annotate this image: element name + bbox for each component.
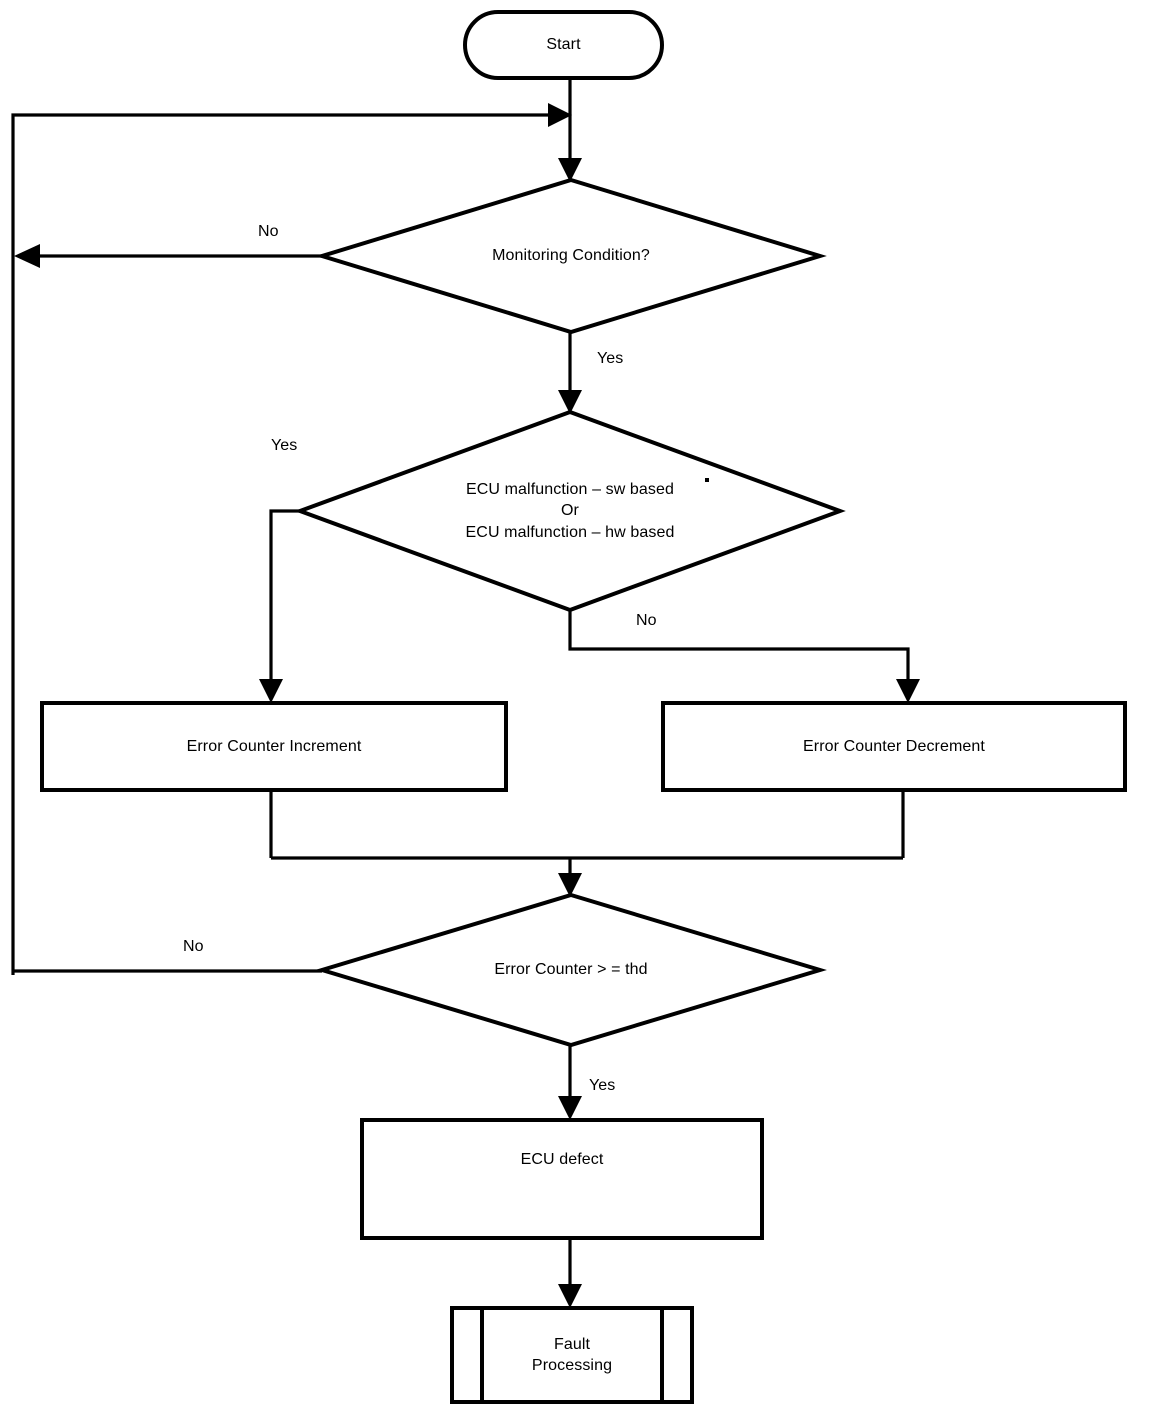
arrowhead-into-ecu-defect bbox=[558, 1096, 582, 1120]
stray-dot-artifact bbox=[705, 478, 709, 482]
arrowhead-into-malfunction bbox=[558, 390, 582, 414]
node-shape-monitoring-condition[interactable] bbox=[315, 177, 827, 335]
node-shape-start[interactable] bbox=[463, 10, 664, 80]
arrowhead-monitoring-no bbox=[14, 244, 40, 268]
node-shape-ecu-malfunction[interactable] bbox=[294, 409, 846, 613]
node-shape-error-counter-threshold[interactable] bbox=[315, 892, 827, 1048]
edge-malfunction-no bbox=[568, 610, 910, 697]
arrowhead-into-monitoring bbox=[558, 158, 582, 182]
node-shape-ecu-defect[interactable] bbox=[360, 1118, 764, 1240]
arrowhead-into-threshold bbox=[558, 873, 582, 897]
arrowhead-into-increment bbox=[259, 679, 283, 703]
node-shape-fault-processing[interactable] bbox=[450, 1306, 694, 1404]
node-shape-error-counter-decrement[interactable] bbox=[661, 701, 1127, 792]
edge-malfunction-yes bbox=[269, 509, 300, 697]
arrowhead-into-fault-processing bbox=[558, 1284, 582, 1308]
arrowhead-into-decrement bbox=[896, 679, 920, 703]
edge-feedback-loop-rail bbox=[11, 113, 556, 975]
arrowhead-feedback-rejoin bbox=[548, 103, 572, 127]
node-shape-error-counter-increment[interactable] bbox=[40, 701, 508, 792]
